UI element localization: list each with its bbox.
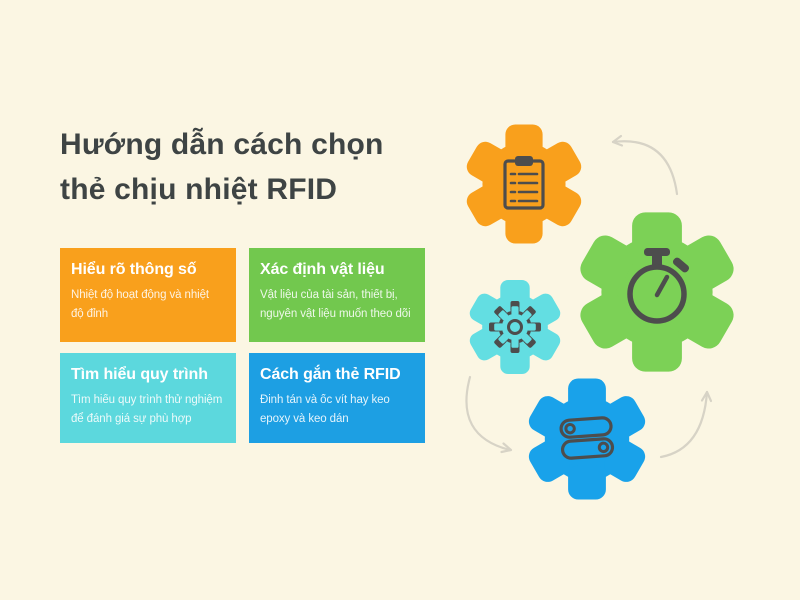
curved-arrow-right bbox=[659, 390, 709, 459]
card-description: Vật liệu của tài sản, thiết bị, nguyên v… bbox=[260, 289, 411, 320]
info-card-attachment: Cách gắn thẻ RFID Đinh tán và ốc vít hay… bbox=[249, 353, 425, 443]
gear-diagram bbox=[463, 124, 739, 500]
info-card-process: Tìm hiểu quy trình Tìm hiểu quy trình th… bbox=[60, 353, 236, 443]
card-title: Hiểu rõ thông số bbox=[71, 261, 197, 278]
page-title: Hướng dẫn cách chọn thẻ chịu nhiệt RFID bbox=[60, 128, 384, 206]
curved-arrow-top bbox=[611, 140, 679, 196]
cycle-arrows bbox=[465, 134, 713, 459]
card-description: Tìm hiểu quy trình thử nghiệm để đánh gi… bbox=[71, 394, 223, 425]
info-card-material: Xác định vật liệu Vật liệu của tài sản, … bbox=[249, 248, 425, 342]
curved-arrow-right-head bbox=[700, 390, 713, 403]
card-title: Cách gắn thẻ RFID bbox=[260, 366, 401, 383]
curved-arrow-left-head bbox=[500, 442, 513, 454]
card-description: Nhiệt độ hoạt động và nhiệt độ đỉnh bbox=[71, 289, 209, 320]
clipboard-icon bbox=[503, 156, 545, 210]
curved-arrow-top-head bbox=[611, 134, 624, 147]
card-title: Tìm hiểu quy trình bbox=[71, 366, 208, 383]
cog-icon bbox=[489, 301, 541, 353]
info-card-specs: Hiểu rõ thông số Nhiệt độ hoạt động và n… bbox=[60, 248, 236, 342]
toggle-switches-icon bbox=[559, 416, 615, 460]
curved-arrow-left bbox=[465, 375, 512, 452]
stopwatch-icon bbox=[627, 248, 690, 324]
card-description: Đinh tán và ốc vít hay keo epoxy và keo … bbox=[260, 394, 390, 425]
card-title: Xác định vật liệu bbox=[260, 261, 385, 278]
